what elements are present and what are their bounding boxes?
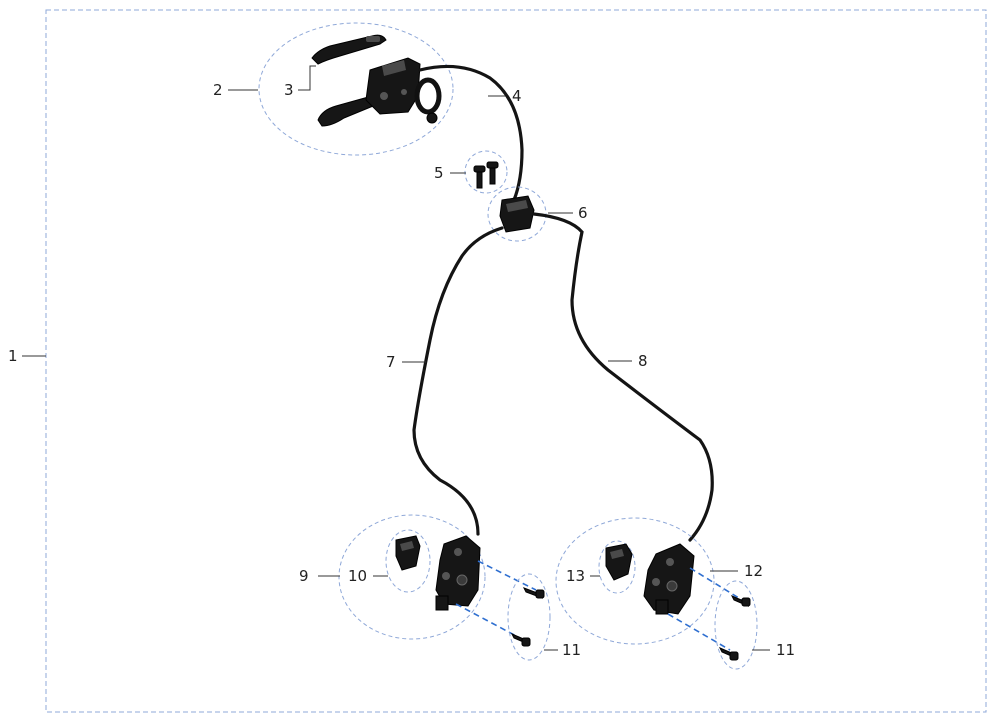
- callout-6: 6: [548, 204, 588, 222]
- callout-11-left: 11: [544, 641, 581, 659]
- upper-brake-hose: [418, 64, 524, 202]
- left-caliper-ellipse: [338, 514, 486, 640]
- svg-text:2: 2: [213, 81, 223, 99]
- left-caliper: [435, 535, 481, 611]
- junction-ellipse: [487, 186, 547, 242]
- callout-12: 12: [710, 562, 763, 580]
- svg-text:9: 9: [299, 567, 309, 585]
- right-brake-hose: [532, 212, 714, 542]
- left-pads-ellipse: [385, 529, 431, 593]
- svg-text:12: 12: [744, 562, 763, 580]
- right-pads-ellipse: [598, 540, 636, 594]
- right-caliper-bolts: [718, 595, 751, 661]
- svg-text:6: 6: [578, 204, 588, 222]
- left-brake-hose: [412, 226, 504, 536]
- bolt-group-5-ellipse: [464, 150, 508, 194]
- callout-3: 3: [284, 65, 316, 99]
- callout-1: 1: [8, 347, 46, 365]
- left-caliper-bolts: [510, 587, 545, 647]
- callout-8: 8: [608, 352, 648, 370]
- callout-2: 2: [213, 81, 258, 99]
- svg-text:11: 11: [776, 641, 795, 659]
- hose-junction-block: [499, 195, 535, 233]
- lever-group-ellipse: [258, 22, 454, 156]
- callout-9: 9: [299, 567, 340, 585]
- svg-text:3: 3: [284, 81, 294, 99]
- svg-text:7: 7: [386, 353, 396, 371]
- left-bolts-ellipse: [507, 573, 551, 661]
- right-caliper-bolt-alignment: [667, 567, 743, 651]
- bolts-5: [473, 161, 499, 189]
- callout-5: 5: [434, 164, 466, 182]
- left-brake-pads: [395, 535, 421, 571]
- svg-text:1: 1: [8, 347, 18, 365]
- brake-lever-assembly: [311, 34, 442, 127]
- callout-4: 4: [488, 87, 522, 105]
- right-bolts-ellipse: [714, 580, 758, 670]
- svg-text:13: 13: [566, 567, 585, 585]
- svg-text:8: 8: [638, 352, 648, 370]
- callout-7: 7: [386, 353, 426, 371]
- callout-11-right: 11: [752, 641, 795, 659]
- svg-text:10: 10: [348, 567, 367, 585]
- svg-text:5: 5: [434, 164, 444, 182]
- callout-10: 10: [348, 567, 388, 585]
- right-caliper: [643, 543, 695, 615]
- assembly-frame: [45, 9, 987, 713]
- right-caliper-ellipse: [555, 517, 715, 645]
- svg-text:4: 4: [512, 87, 522, 105]
- svg-text:11: 11: [562, 641, 581, 659]
- callout-13: 13: [566, 567, 600, 585]
- right-brake-pads: [605, 543, 633, 581]
